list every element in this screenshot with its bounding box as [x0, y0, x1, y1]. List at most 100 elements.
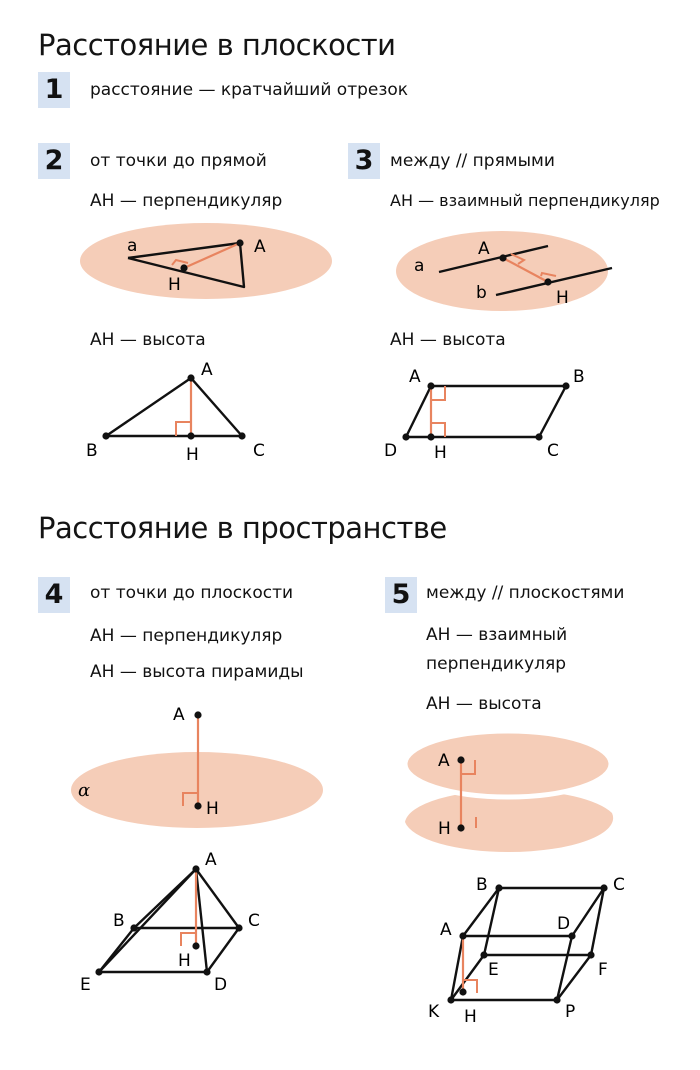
point-e [95, 968, 103, 976]
point-h [457, 824, 465, 832]
plane-ellipse [396, 231, 608, 311]
point-a [457, 756, 465, 764]
edge-ab [133, 868, 197, 929]
bottom-face [449, 953, 593, 1002]
label-c: C [253, 441, 265, 461]
label-line-a: a [414, 256, 424, 276]
point-a [194, 711, 202, 719]
item-5-line1: АН — взаимный перпендикуляр [426, 625, 568, 674]
item-2-line2: АН — высота [90, 330, 206, 350]
edge-cf [589, 887, 606, 956]
edge-ac [195, 868, 240, 929]
item-number-5: 5 [385, 577, 417, 613]
label-a: A [205, 850, 217, 870]
point-e [480, 951, 488, 959]
label-a: A [478, 239, 490, 259]
figure-5-planes: A H [402, 728, 614, 853]
section-title-plane: Расстояние в плоскости [38, 28, 396, 62]
point-d [203, 968, 211, 976]
item-number-1: 1 [38, 72, 70, 108]
point-p [553, 996, 561, 1004]
label-d: D [384, 441, 397, 461]
label-h: H [434, 443, 447, 463]
item-number-3: 3 [348, 143, 380, 179]
point-h [194, 802, 202, 810]
item-5-line2: АН — высота [426, 694, 542, 714]
line-b [495, 266, 613, 297]
right-angle-mark [182, 792, 198, 806]
label-h: H [464, 1007, 477, 1027]
right-angle-mark [171, 258, 189, 266]
label-a: A [438, 751, 450, 771]
top-face [461, 886, 606, 938]
figure-5-parallelepiped: B C D A E F P K H [428, 875, 625, 1027]
section-title-space: Расстояние в пространстве [38, 511, 447, 545]
point-b [562, 382, 570, 390]
point-c [238, 432, 246, 440]
label-h: H [178, 951, 191, 971]
figure-2-triangle: A B C H [86, 360, 265, 465]
figure-3-plane: a b A H [396, 231, 613, 311]
point-h [427, 433, 435, 441]
figure-3-parallelogram: A B C D H [384, 367, 585, 463]
line-a [438, 244, 549, 274]
point-d [568, 932, 576, 940]
plane-upper [402, 728, 614, 800]
label-c: C [248, 911, 260, 931]
point-a [427, 382, 435, 390]
point-b [130, 924, 138, 932]
label-h: H [556, 288, 569, 308]
edge-ad [194, 868, 209, 973]
label-k: K [428, 1002, 440, 1022]
label-d: D [557, 914, 570, 934]
label-h: H [186, 445, 199, 465]
label-a: A [254, 237, 266, 257]
point-c [235, 924, 243, 932]
perpendicular-ah [183, 241, 241, 270]
item-4-line1: АН — перпендикуляр [90, 626, 283, 646]
label-e: E [80, 975, 91, 995]
label-h: H [438, 819, 451, 839]
point-a [187, 374, 195, 382]
point-b [495, 884, 503, 892]
figure-4-plane: A H α [71, 705, 323, 828]
edge-ak [449, 935, 465, 1001]
point-c [600, 884, 608, 892]
right-angle-mark-h [540, 271, 557, 277]
label-a: A [409, 367, 421, 387]
point-a [236, 239, 244, 247]
point-k [447, 996, 455, 1004]
right-angle-mark-a [510, 253, 527, 265]
label-b: B [113, 911, 125, 931]
point-d [402, 433, 410, 441]
label-b: B [86, 441, 98, 461]
item-text-3: между // прямыми [390, 151, 555, 171]
item-number-4: 4 [38, 577, 70, 613]
point-h [187, 432, 195, 440]
edge-ae [98, 868, 197, 973]
point-h [459, 988, 467, 996]
point-a [499, 254, 507, 262]
label-f: F [598, 960, 608, 980]
item-2-line1: АН — перпендикуляр [90, 191, 283, 211]
label-c: C [547, 441, 559, 461]
item-3-line2: АН — высота [390, 330, 506, 350]
figure-2-plane: a A H [80, 223, 332, 299]
label-d: D [214, 975, 227, 995]
point-b [102, 432, 110, 440]
point-h [544, 278, 552, 286]
edge-dp [555, 935, 574, 1001]
edge-be [482, 887, 501, 956]
label-p: P [565, 1002, 575, 1022]
right-angle-mark-a [431, 386, 446, 401]
label-e: E [488, 960, 499, 980]
label-a: A [173, 705, 185, 725]
triangle-abc [104, 376, 244, 438]
item-text-4: от точки до плоскости [90, 583, 294, 603]
right-angle-mark [463, 979, 478, 993]
right-angle-mark [175, 421, 191, 436]
label-b: B [573, 367, 585, 387]
item-text-1: расстояние — кратчайший отрезок [90, 80, 409, 100]
label-c: C [613, 875, 625, 895]
